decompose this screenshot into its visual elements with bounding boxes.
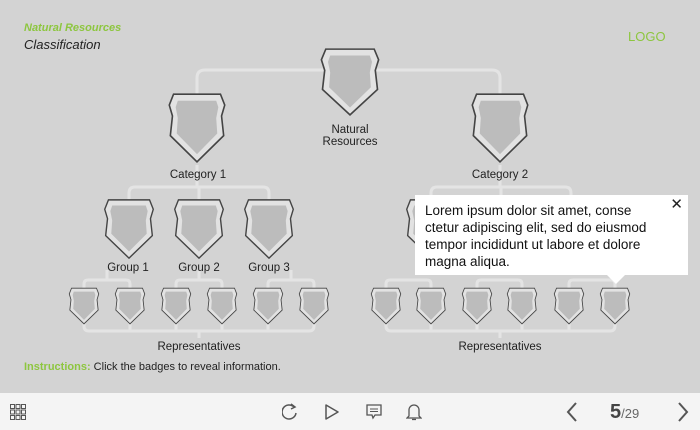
menu-grid-icon[interactable] bbox=[8, 393, 28, 430]
representative-badge[interactable] bbox=[113, 287, 147, 325]
logo: LOGO bbox=[628, 29, 666, 44]
representative-badge[interactable] bbox=[67, 287, 101, 325]
root-badge[interactable] bbox=[317, 47, 383, 117]
group-badge[interactable] bbox=[101, 198, 157, 260]
group-label: Group 3 bbox=[248, 262, 290, 274]
category-badge[interactable] bbox=[468, 92, 532, 164]
representative-badge[interactable] bbox=[251, 287, 285, 325]
page-title: Classification bbox=[24, 37, 101, 52]
notifications-icon[interactable] bbox=[404, 393, 424, 430]
category-label: Category 2 bbox=[471, 169, 529, 181]
group-badge[interactable] bbox=[241, 198, 297, 260]
representative-badge[interactable] bbox=[552, 287, 586, 325]
representative-badge[interactable] bbox=[297, 287, 331, 325]
category-badge[interactable] bbox=[165, 92, 229, 164]
page-current: 5 bbox=[610, 401, 622, 423]
group-label: Group 2 bbox=[178, 262, 220, 274]
representative-badge[interactable] bbox=[460, 287, 494, 325]
category-label: Category 1 bbox=[169, 169, 227, 181]
close-icon[interactable]: ✕ bbox=[670, 196, 683, 213]
next-icon[interactable] bbox=[673, 393, 693, 430]
replay-icon[interactable] bbox=[280, 393, 300, 430]
page-counter: 5/29 bbox=[610, 401, 639, 424]
play-icon[interactable] bbox=[322, 393, 342, 430]
page-total: /29 bbox=[621, 406, 640, 421]
representative-badge[interactable] bbox=[505, 287, 539, 325]
representatives-label: Representatives bbox=[458, 341, 542, 353]
representative-badge[interactable] bbox=[205, 287, 239, 325]
prev-icon[interactable] bbox=[562, 393, 582, 430]
representative-badge[interactable] bbox=[598, 287, 632, 325]
representatives-label: Representatives bbox=[157, 341, 241, 353]
player-toolbar: 5/29 bbox=[0, 393, 700, 430]
representative-badge[interactable] bbox=[369, 287, 403, 325]
representative-badge[interactable] bbox=[159, 287, 193, 325]
info-popup: Lorem ipsum dolor sit amet, conse ctetur… bbox=[415, 195, 688, 284]
instructions-key: Instructions: bbox=[24, 361, 91, 373]
popup-text: Lorem ipsum dolor sit amet, conse ctetur… bbox=[425, 203, 647, 269]
instructions-text: Click the badges to reveal information. bbox=[90, 361, 281, 373]
subtitles-icon[interactable] bbox=[364, 393, 384, 430]
module-subtitle: Natural Resources bbox=[24, 22, 122, 34]
instructions: Instructions: Click the badges to reveal… bbox=[24, 361, 281, 373]
group-badge[interactable] bbox=[171, 198, 227, 260]
group-label: Group 1 bbox=[107, 262, 149, 274]
representative-badge[interactable] bbox=[414, 287, 448, 325]
